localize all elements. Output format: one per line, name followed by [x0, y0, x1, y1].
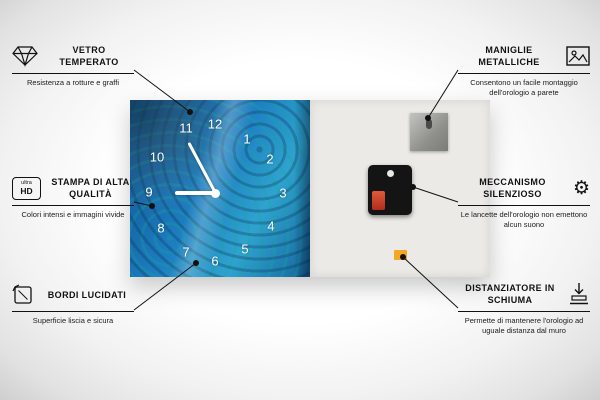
feature-description: Colori intensi e immagini vivide — [21, 210, 125, 220]
ultra-hd-icon: ultra HD — [12, 176, 41, 200]
polished-edge-icon — [12, 284, 34, 306]
diamond-icon — [12, 45, 38, 68]
clock-number-6: 6 — [211, 253, 219, 269]
clock-number-8: 8 — [157, 220, 165, 236]
feature-title: DISTANZIATORE IN SCHIUMA — [465, 283, 555, 306]
feature-print-quality: ultra HD STAMPA DI ALTA QUALITÀ Colori i… — [12, 176, 134, 220]
clock-number-2: 2 — [266, 151, 274, 167]
feature-title: BORDI LUCIDATI — [47, 289, 127, 300]
ultra-hd-icon-text-top: ultra — [21, 180, 32, 187]
feature-polished-edges: BORDI LUCIDATI Superficie liscia e sicur… — [12, 284, 134, 326]
feature-tempered-glass: VETRO TEMPERATO Resistenza a rotture e g… — [12, 44, 134, 88]
clock-movement — [368, 165, 412, 215]
battery — [372, 191, 385, 210]
clock-number-4: 4 — [267, 218, 275, 234]
clock-number-7: 7 — [182, 244, 190, 260]
feature-description: Consentono un facile montaggio dell'orol… — [470, 78, 578, 98]
gear-icon: ⚙ — [572, 177, 590, 199]
feature-silent-mechanism: MECCANISMO SILENZIOSO ⚙ Le lancette dell… — [458, 176, 590, 231]
clock-number-11: 11 — [179, 120, 193, 136]
feature-description: Permette di mantenere l'orologio ad ugua… — [464, 316, 584, 336]
clock-back-photo — [310, 100, 490, 277]
feature-title: MANIGLIE METALLICHE — [478, 45, 540, 68]
feature-foam-spacer: DISTANZIATORE IN SCHIUMA Permette di man… — [458, 282, 590, 337]
movement-hanging-hole — [387, 170, 394, 177]
feature-description: Superficie liscia e sicura — [32, 316, 114, 325]
hour-hand — [175, 191, 215, 195]
picture-frame-icon — [566, 46, 590, 66]
clock-composite-photo: 1 2 3 4 5 6 7 8 9 10 11 12 — [130, 100, 490, 277]
hanger-slot — [426, 119, 432, 129]
foam-spacer — [394, 250, 407, 260]
feature-title: STAMPA DI ALTA QUALITÀ — [51, 177, 130, 200]
minute-hand — [186, 141, 217, 194]
clock-number-12: 12 — [207, 116, 223, 132]
spacer-icon — [568, 282, 590, 306]
clock-number-1: 1 — [243, 131, 251, 147]
feature-title: MECCANISMO SILENZIOSO — [479, 177, 546, 200]
clock-number-10: 10 — [149, 149, 165, 165]
feature-description: Resistenza a rotture e graffi — [27, 78, 119, 88]
clock-number-5: 5 — [241, 241, 249, 257]
feature-description: Le lancette dell'orologio non emettono a… — [460, 210, 588, 230]
clock-number-3: 3 — [279, 185, 287, 201]
feature-metal-hangers: MANIGLIE METALLICHE Consentono un facile… — [458, 44, 590, 99]
clock-number-9: 9 — [145, 184, 153, 200]
ultra-hd-icon-text-bottom: HD — [20, 185, 33, 196]
metal-hanger-plate — [410, 113, 448, 151]
clock-front-photo: 1 2 3 4 5 6 7 8 9 10 11 12 — [130, 100, 310, 277]
feature-title: VETRO TEMPERATO — [59, 45, 119, 68]
hands-center-cap — [210, 188, 220, 198]
